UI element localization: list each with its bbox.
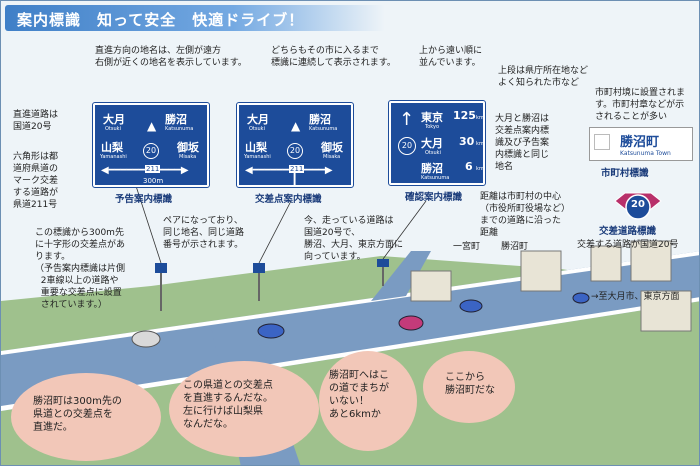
- boundary-sign: 勝沼町 Katsunuma Town: [589, 127, 693, 161]
- preview-sign: 大月 Otsuki 勝沼 Katsunuma 山梨 Yamanashi 御坂 M…: [92, 102, 210, 188]
- caption-intersection: 交差点案内標識: [255, 194, 322, 205]
- place-otsuki: 大月: [421, 137, 443, 150]
- note-direction: →至大月市、東京方面: [591, 292, 680, 302]
- speech-bubble-3: 勝沼町へはこ の道でまちが いない！ あと6kmか: [319, 351, 417, 451]
- route-20-marker: 20: [398, 137, 416, 155]
- place-katsunuma: 勝沼: [421, 162, 443, 175]
- arrow-down-icon: ┃: [291, 171, 299, 185]
- place-yamanashi-roman: Yamanashi: [100, 154, 127, 160]
- mini-sign-3: [377, 259, 389, 267]
- label-ichinomiya: 一宮町: [453, 242, 481, 252]
- place-katsunuma: 勝沼: [309, 113, 331, 126]
- speech-bubble-1: 勝沼町は300m先の 県道との交差点を 直進だ。: [11, 373, 161, 461]
- place-yamanashi: 山梨: [245, 141, 267, 154]
- place-tokyo-roman: Tokyo: [425, 124, 439, 130]
- place-yamanashi-roman: Yamanashi: [244, 154, 271, 160]
- car-3: [398, 315, 424, 331]
- confirm-sign: ↑ 20 東京 Tokyo 125 km 大月 Otsuki 30 km 勝沼 …: [388, 100, 486, 186]
- route-20-marker: 20: [143, 143, 159, 159]
- label-katsunuma: 勝沼町: [501, 242, 529, 252]
- speech-bubble-4: ここから 勝沼町だな: [423, 351, 515, 423]
- distance-tokyo: 125: [453, 109, 476, 122]
- place-katsunuma: 勝沼: [165, 113, 187, 126]
- caption-boundary: 市町村標識: [601, 168, 649, 179]
- town-emblem-icon: [594, 134, 610, 150]
- cross-road-north: [371, 251, 431, 301]
- building-center: [520, 250, 562, 292]
- note-hexagon: 六角形は都 道府県道の マーク交差 する道路が 県道211号: [13, 152, 59, 210]
- building-ichinomiya: [410, 270, 452, 302]
- place-yamanashi: 山梨: [101, 141, 123, 154]
- boundary-town-roman: Katsunuma Town: [620, 150, 671, 157]
- speech-text-3: 勝沼町へはこ の道でまちが いない！ あと6kmか: [329, 370, 389, 420]
- note-boundary: 市町村境に設置されま す。市町村章などが示 されることが多い: [595, 88, 686, 122]
- building-right-1: [590, 245, 622, 282]
- place-misaka-roman: Misaka: [323, 154, 341, 160]
- note-upper: 上段は県庁所在地など よく知られた市など: [498, 66, 589, 88]
- note-pair: ペアになっており、 同じ地名、同じ道路 番号が示されます。: [163, 216, 245, 250]
- title-bar: 案内標識 知って安全 快適ドライブ！: [5, 5, 385, 31]
- place-misaka: 御坂: [321, 141, 343, 154]
- arrow-up-icon: ▲: [291, 119, 301, 133]
- intersection-sign: 大月 Otsuki 勝沼 Katsunuma 山梨 Yamanashi 御坂 M…: [236, 102, 354, 188]
- unit-km: km: [476, 166, 484, 172]
- boundary-town-name: 勝沼町: [620, 135, 660, 150]
- place-misaka: 御坂: [177, 141, 199, 154]
- car-1: [131, 330, 161, 348]
- note-cross-road: 交差する道路が国道20号: [577, 240, 679, 250]
- speech-text-1: 勝沼町は300m先の 県道との交差点を 直進だ。: [33, 396, 122, 433]
- pointer-preview: [135, 185, 162, 264]
- building-right-2: [630, 240, 672, 282]
- note-national-road: 直進道路は 国道20号: [13, 110, 59, 132]
- distance-katsunuma: 6: [465, 160, 473, 173]
- caption-road-route: 交差道路標識: [599, 226, 657, 237]
- note-distance-center: 距離は市町村の中心 （市役所町役場など） までの道路に沿った 距離: [480, 192, 571, 238]
- pointer-confirm: [382, 200, 427, 260]
- arrow-up-icon: ↑: [399, 109, 415, 130]
- place-katsunuma-roman: Katsunuma: [309, 126, 338, 132]
- caption-confirm: 確認案内標識: [405, 192, 463, 203]
- place-tokyo: 東京: [421, 111, 443, 124]
- note-order: 上から遠い順に 並んでいます。: [419, 46, 483, 68]
- car-4: [459, 299, 483, 313]
- arrow-left-icon: ◀━━━━━━━━━━━━▶: [101, 165, 189, 176]
- hex-route-211: 211: [145, 165, 161, 173]
- pointer-intersection: [258, 200, 292, 264]
- distance-otsuki: 30: [459, 135, 475, 148]
- speech-text-4: ここから 勝沼町だな: [445, 372, 495, 396]
- route-20-marker: 20: [287, 143, 303, 159]
- page-title: 案内標識 知って安全 快適ドライブ！: [17, 11, 305, 29]
- note-current-road: 今、走っている道路は 国道20号で、 勝沼、大月、東京方面に 向っています。: [304, 216, 404, 262]
- place-otsuki: 大月: [103, 113, 125, 126]
- place-otsuki: 大月: [247, 113, 269, 126]
- note-left-right: 直進方向の地名は、左側が遠方 右側が近くの地名を表示しています。: [95, 46, 247, 68]
- caption-preview: 予告案内標識: [115, 194, 173, 205]
- car-5: [572, 292, 590, 304]
- place-katsunuma-roman: Katsunuma: [421, 175, 450, 181]
- road-route-number: 20: [631, 199, 645, 210]
- arrow-up-icon: ▲: [147, 119, 157, 133]
- mini-sign-2: [253, 263, 265, 273]
- unit-km: km: [476, 141, 484, 147]
- hex-route-211: 211: [289, 165, 305, 173]
- note-300m: この標識から300m先 に十字形の交差点があ ります。 （予告案内標識は片側 2…: [35, 228, 126, 310]
- speech-bubble-2: この県道との交差点 を直進するんだな。 左に行けば山梨県 なんだな。: [169, 361, 319, 457]
- arrow-left-icon: ◀━━━━━━━━━━━━▶: [245, 165, 333, 176]
- place-otsuki-roman: Otsuki: [249, 126, 265, 132]
- place-misaka-roman: Misaka: [179, 154, 197, 160]
- speech-text-2: この県道との交差点 を直進するんだな。 左に行けば山梨県 なんだな。: [183, 380, 273, 430]
- place-otsuki-roman: Otsuki: [105, 126, 121, 132]
- place-katsunuma-roman: Katsunuma: [165, 126, 194, 132]
- note-same-sign: 大月と勝沼は 交差点案内標 識及び予告案 内標識と同じ 地名: [495, 114, 550, 172]
- route-marker-circle: [625, 194, 651, 220]
- distance-300m: 300m: [143, 177, 164, 185]
- car-2: [257, 323, 285, 339]
- place-otsuki-roman: Otsuki: [425, 150, 441, 156]
- mini-sign-1: [155, 263, 167, 273]
- building-right-3: [640, 290, 692, 332]
- unit-km: km: [476, 115, 484, 121]
- note-continuous: どちらもその市に入るまで 標識に連続して表示されます。: [271, 46, 396, 68]
